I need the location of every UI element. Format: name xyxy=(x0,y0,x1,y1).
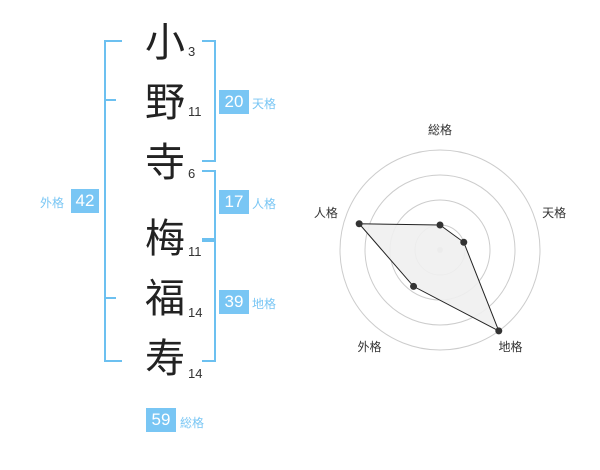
chikaku-value-badge: 39 xyxy=(219,290,249,314)
jinkaku-bracket xyxy=(202,170,216,240)
tenkaku-label: 天格 xyxy=(252,97,277,111)
soukaku-label: 総格 xyxy=(180,416,205,430)
surname-char-2: 野 xyxy=(145,80,185,126)
gaikaku-value-badge: 42 xyxy=(71,189,99,213)
chikaku-label: 地格 xyxy=(252,297,277,311)
tenkaku-bracket xyxy=(202,40,216,162)
radar-point-5 xyxy=(355,220,363,228)
gaikaku-bracket-tick-top xyxy=(104,99,116,101)
surname-char-3: 寺 xyxy=(145,140,185,186)
given-char-2: 福 xyxy=(145,276,185,322)
radar-grid-ring xyxy=(339,149,541,351)
tenkaku-value-badge: 20 xyxy=(219,90,249,114)
radar-point-2 xyxy=(460,238,468,246)
radar-axis-label-1: 総格 xyxy=(428,122,452,137)
surname-strokes-1: 3 xyxy=(188,44,196,59)
given-char-3: 寿 xyxy=(145,336,185,382)
gaikaku-bracket-tick-bottom xyxy=(104,297,116,299)
given-strokes-1: 11 xyxy=(188,244,202,259)
surname-strokes-2: 11 xyxy=(188,104,202,119)
radar-point-4 xyxy=(410,282,418,290)
given-strokes-3: 14 xyxy=(188,366,203,381)
given-char-1: 梅 xyxy=(145,216,185,262)
given-strokes-2: 14 xyxy=(188,305,203,320)
radar-point-1 xyxy=(436,221,444,229)
gaikaku-label: 外格 xyxy=(40,196,65,210)
radar-axis-label-2: 天格 xyxy=(542,205,566,220)
gaikaku-bracket xyxy=(104,40,122,362)
radar-value-polygon xyxy=(358,223,500,332)
jinkaku-label: 人格 xyxy=(252,197,277,211)
surname-char-1: 小 xyxy=(145,20,185,66)
radar-point-3 xyxy=(495,327,503,335)
chikaku-bracket xyxy=(202,240,216,362)
radar-axis-label-3: 地格 xyxy=(499,339,523,354)
soukaku-value-badge: 59 xyxy=(146,408,176,432)
jinkaku-value-badge: 17 xyxy=(219,190,249,214)
radar-axis-label-4: 外格 xyxy=(357,339,381,354)
radar-axis-label-5: 人格 xyxy=(314,205,338,220)
radar-grid-ring xyxy=(364,174,516,326)
surname-strokes-3: 6 xyxy=(188,166,196,181)
